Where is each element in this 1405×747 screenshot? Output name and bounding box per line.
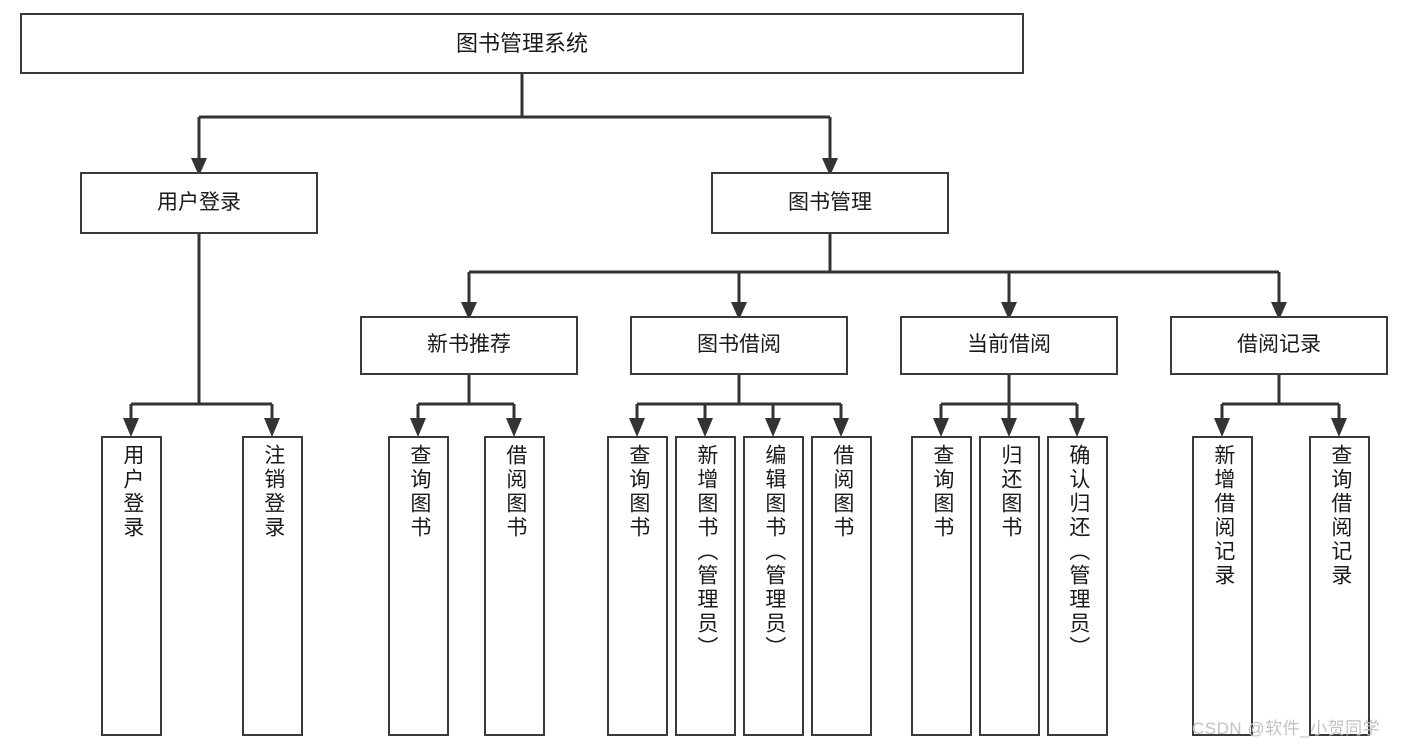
node-label: 查询借阅记录 [1328,444,1352,588]
node-label: 新书推荐 [427,333,511,357]
node-root-system[interactable]: 图书管理系统 [20,13,1024,74]
leaf-add-borrow-record[interactable]: 新增借阅记录 [1192,436,1253,736]
node-label: 图书管理 [788,190,872,214]
node-label: 当前借阅 [967,333,1051,357]
leaf-logout[interactable]: 注销登录 [242,436,303,736]
node-user-login[interactable]: 用户登录 [80,172,318,234]
node-label: 查询图书 [626,444,650,540]
node-label: 用户登录 [120,444,144,540]
leaf-confirm-return[interactable]: 确认归还（管理员） [1047,436,1108,736]
node-book-borrow[interactable]: 图书借阅 [630,316,848,375]
leaf-edit-book[interactable]: 编辑图书（管理员） [743,436,804,736]
leaf-user-login[interactable]: 用户登录 [101,436,162,736]
node-label: 归还图书 [998,444,1022,540]
leaf-add-book[interactable]: 新增图书（管理员） [675,436,736,736]
node-label: 新增图书（管理员） [694,444,718,660]
node-label: 借阅图书 [503,444,527,540]
node-label: 查询图书 [930,444,954,540]
csdn-watermark: CSDN @软件_小贺同学 [1192,719,1381,738]
node-new-book-recommendation[interactable]: 新书推荐 [360,316,578,375]
leaf-borrow-book-2[interactable]: 借阅图书 [811,436,872,736]
leaf-borrow-book-1[interactable]: 借阅图书 [484,436,545,736]
node-label: 图书管理系统 [455,30,588,56]
node-label: 新增借阅记录 [1211,444,1235,588]
leaf-query-borrow-record[interactable]: 查询借阅记录 [1309,436,1370,736]
leaf-query-book-1[interactable]: 查询图书 [388,436,449,736]
node-label: 图书借阅 [697,333,781,357]
node-current-borrow[interactable]: 当前借阅 [900,316,1118,375]
node-label: 编辑图书（管理员） [762,444,786,660]
node-borrow-record[interactable]: 借阅记录 [1170,316,1388,375]
node-label: 注销登录 [261,444,285,540]
leaf-query-book-3[interactable]: 查询图书 [911,436,972,736]
node-label: 查询图书 [407,444,431,540]
leaf-return-book[interactable]: 归还图书 [979,436,1040,736]
node-label: 用户登录 [157,190,241,214]
node-label: 借阅图书 [830,444,854,540]
node-label: 借阅记录 [1237,333,1321,357]
leaf-query-book-2[interactable]: 查询图书 [607,436,668,736]
node-book-admin[interactable]: 图书管理 [711,172,949,234]
node-label: 确认归还（管理员） [1066,444,1090,660]
